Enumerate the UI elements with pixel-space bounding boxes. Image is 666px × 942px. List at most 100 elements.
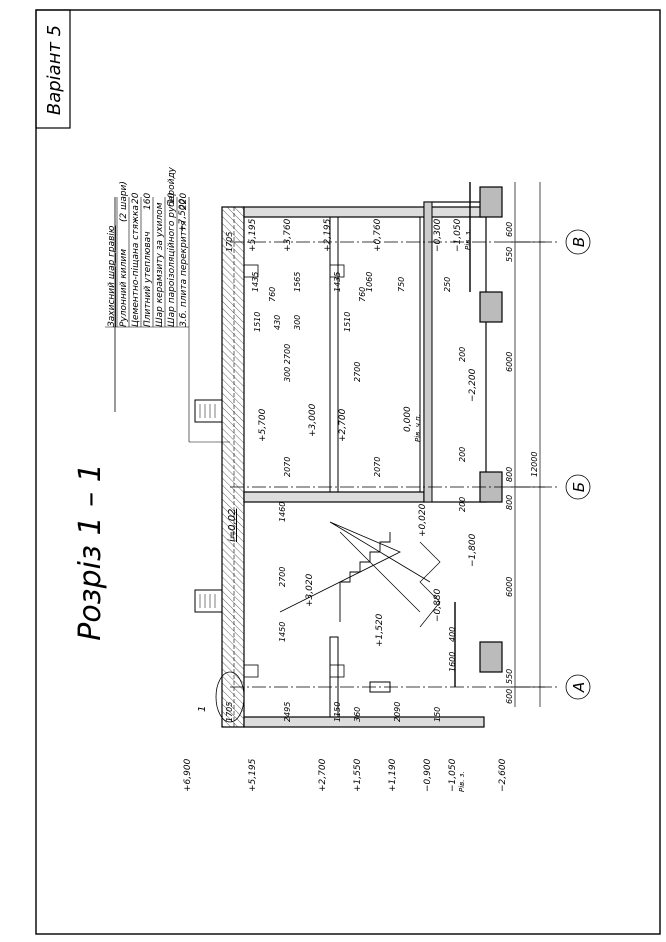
idim-4: 1510	[343, 312, 352, 332]
level-bot-6: −0,900	[423, 758, 433, 792]
lvl-basement: −1,800	[468, 533, 478, 567]
dim-bot-3: 1150	[333, 702, 342, 722]
level-top-5: +0,760	[373, 218, 383, 252]
levels-bottom: +6,900 +5,195 +2,700 +1,550 +1,190 −0,90…	[183, 758, 508, 792]
lvl-basement2: −2,200	[468, 368, 478, 402]
lvl-landing2: +1,520	[375, 613, 385, 647]
idim-0: 1510	[253, 312, 262, 332]
dim-bot-2: 2495	[283, 702, 292, 722]
inner-dimensions: 1510 760 430 300 1510 760 2700 300 2700 …	[253, 287, 467, 672]
dim-axis-1: 600	[505, 689, 514, 704]
level-bot-8: −2,600	[498, 758, 508, 792]
dim-top-2: 1435	[251, 272, 260, 292]
building-section	[194, 182, 503, 728]
axis-c-bubble	[565, 229, 591, 255]
axis-a-bubble	[565, 674, 591, 700]
detail-marker	[215, 671, 245, 723]
section-drawing: Розріз 1 – 1 Захисний шар гравію Рулонни…	[73, 166, 591, 792]
idim-5: 760	[358, 287, 367, 302]
lvl-floor2b: +2,700	[338, 408, 348, 442]
dim-axis-5: 800	[505, 467, 514, 482]
level-top-1: +7,500	[178, 198, 188, 232]
levels-top: +7,500 +5,195 +3,760 +2,195 +0,760 −0,30…	[178, 198, 472, 252]
layer-3: Цементно-піщана стяжка	[131, 205, 141, 327]
level-top-7: −1,050	[453, 218, 463, 252]
dim-bot-6: 150	[433, 707, 442, 722]
dim-total: 12000	[530, 452, 539, 477]
idim-2: 430	[273, 315, 282, 330]
layer-6: Шар пароізоляційного руберойду	[167, 166, 177, 327]
layer-7-t: 220	[179, 193, 189, 210]
lvl-landing4: −0,880	[433, 588, 443, 622]
dim-bot-4: 360	[353, 707, 362, 722]
layer-2: Рулонний килим	[119, 249, 129, 327]
dim-top-6: 750	[397, 277, 406, 292]
dim-top-1: 1705	[225, 232, 234, 252]
lvl-landing3: +0,020	[418, 503, 428, 537]
axis-c-label: В	[570, 237, 588, 247]
idim-15: 200	[458, 347, 467, 362]
level-top-ground: Рів. з.	[464, 229, 472, 250]
lvl-floor1-note: Рів. ч.п.	[414, 414, 422, 442]
dim-axis-4: 800	[505, 495, 514, 510]
axis-b-bubble	[565, 474, 591, 500]
idim-13: 1600	[448, 652, 457, 672]
idim-17: 200	[458, 497, 467, 512]
layer-6-t: 10	[167, 192, 177, 204]
idim-3: 300	[293, 315, 302, 330]
idim-1: 760	[268, 287, 277, 302]
lvl-floor1: 0,000	[403, 406, 413, 432]
idim-9: 2070	[373, 457, 382, 477]
idim-16: 200	[458, 447, 467, 462]
level-top-3: +3,760	[283, 218, 293, 252]
level-bot-5: +1,190	[388, 758, 398, 792]
idim-14: 400	[448, 627, 457, 642]
sheet-frame	[35, 9, 661, 935]
variant-label: Варіант 5	[44, 25, 65, 115]
inner-levels: +5,700 +3,000 +2,700 0,000 Рів. ч.п. +3,…	[258, 368, 478, 647]
dim-bot-5: 2090	[393, 702, 402, 722]
level-bot-ground: Рів. з.	[458, 771, 466, 792]
vertical-dimension-chains: 1705 1435 1565 1435 1060 750 250 1705 24…	[225, 232, 452, 722]
level-top-6: −0,300	[433, 218, 443, 252]
level-bot-1: +6,900	[183, 758, 193, 792]
dim-bot-1: 1705	[225, 702, 234, 722]
dim-top-5: 1060	[365, 272, 374, 292]
layer-1: Захисний шар гравію	[107, 225, 117, 327]
idim-7: 300 2700	[283, 344, 292, 382]
dim-axis-3: 6000	[505, 577, 514, 597]
layer-4: Плитний утеплювач	[143, 231, 153, 327]
layer-3-t: 20	[131, 192, 141, 204]
layer-4-t: 160	[143, 193, 153, 210]
level-bot-2: +5,195	[248, 758, 258, 792]
grid-axes	[230, 229, 591, 700]
variant-box	[35, 9, 71, 129]
dim-top-4: 1435	[333, 272, 342, 292]
layer-7: З.б. плита перекриття	[179, 220, 189, 327]
roof-slope: i=0,02	[227, 509, 238, 542]
dim-axis-2: 550	[505, 669, 514, 684]
dim-axis-6: 6000	[505, 352, 514, 372]
idim-6: 2700	[353, 362, 362, 382]
layer-2-t: (2 шари)	[119, 181, 129, 222]
axis-dimensions	[508, 182, 545, 707]
idim-11: 2700	[278, 567, 287, 587]
roof-layers-legend: Захисний шар гравію Рулонний килим (2 ша…	[105, 166, 230, 443]
dim-axis-7: 550	[505, 247, 514, 262]
level-bot-4: +1,550	[353, 758, 363, 792]
level-bot-3: +2,700	[318, 758, 328, 792]
section-title: Розріз 1 – 1	[73, 463, 108, 641]
detail-marker-label: 1	[197, 706, 208, 712]
level-top-4: +2,195	[323, 218, 333, 252]
idim-12: 1450	[278, 622, 287, 642]
idim-8: 2070	[283, 457, 292, 477]
idim-10: 1460	[278, 502, 287, 522]
layer-5: Шар керамзиту за ухилом	[155, 202, 165, 327]
dim-top-3: 1565	[293, 272, 302, 292]
level-bot-7: −1,050	[448, 758, 458, 792]
lvl-landing1: +3,020	[305, 573, 315, 607]
level-top-2: +5,195	[248, 218, 258, 252]
dim-axis-8: 600	[505, 222, 514, 237]
axis-b-label: Б	[570, 482, 588, 492]
